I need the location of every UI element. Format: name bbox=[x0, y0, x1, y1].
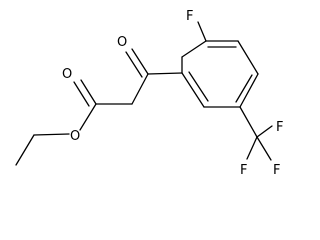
ring-bond-c6-c1 bbox=[181, 72, 205, 108]
chemical-structure-diagram: F O O O F F F bbox=[15, 9, 283, 178]
ring-bond-c3-c4 bbox=[237, 40, 259, 75]
bond-cf3-to-fluorine-top bbox=[256, 125, 273, 138]
ester-carbonyl-oxygen-label: O bbox=[62, 67, 72, 82]
bond-ketone-to-ch2 bbox=[131, 73, 149, 105]
ester-ether-oxygen-label: O bbox=[70, 129, 80, 144]
bond-ring-to-cf3-carbon bbox=[239, 106, 258, 138]
cf3-fluorine-right-label: F bbox=[273, 163, 280, 178]
structure-canvas: F O O O F F F bbox=[15, 9, 284, 178]
ring-bond-c4-c5 bbox=[239, 73, 259, 108]
ring-bond-c6-c1-inner bbox=[188, 71, 209, 102]
cf3-fluorine-top-label: F bbox=[276, 120, 283, 135]
ring-bond-c1-c2 bbox=[181, 40, 207, 58]
ester-double-bond-b bbox=[73, 81, 90, 107]
ring-fluorine-label: F bbox=[186, 9, 193, 24]
bond-ring-to-fluorine bbox=[197, 21, 207, 42]
bond-ethyl-ch2-to-ch3 bbox=[15, 134, 35, 166]
ring-bond-c4-c5-inner bbox=[235, 74, 253, 103]
ketone-double-bond-a bbox=[131, 48, 149, 75]
ester-double-bond-a bbox=[80, 79, 97, 105]
cf3-fluorine-left-label: F bbox=[240, 163, 247, 178]
bond-ester-carbon-to-ether-oxygen bbox=[79, 103, 97, 131]
ketone-double-bond-b bbox=[125, 51, 143, 78]
bond-ring-to-ketone-carbon bbox=[147, 72, 183, 75]
bond-cf3-to-fluorine-left bbox=[246, 136, 258, 160]
bond-cf3-to-fluorine-right bbox=[256, 136, 272, 161]
bond-ether-oxygen-to-ch2 bbox=[33, 133, 70, 136]
ketone-oxygen-label: O bbox=[117, 35, 127, 50]
